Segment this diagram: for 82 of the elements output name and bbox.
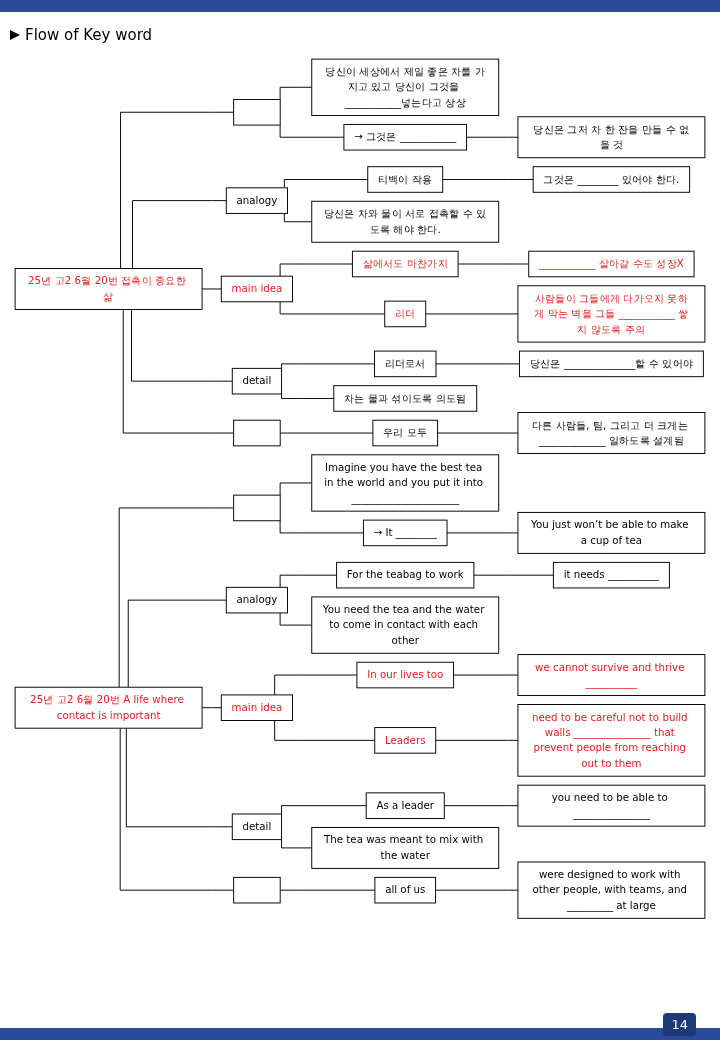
node-box: For the teabag to work [336, 561, 475, 589]
node-box: 당신은 그저 차 한 잔을 만들 수 없을 것 [517, 116, 706, 159]
connector [131, 308, 233, 382]
node-box: detail [231, 813, 283, 841]
node-box: all of us [374, 876, 437, 904]
node-box: 당신은 ______________할 수 있어야 [518, 350, 704, 378]
node-box: As a leader [365, 792, 445, 819]
node-box: main idea [220, 275, 294, 303]
connector [119, 727, 235, 891]
node-box: 그것은 ________ 있어야 한다. [532, 166, 691, 193]
connector [118, 507, 235, 688]
connector [274, 720, 376, 741]
node-box: 삶에서도 마찬가지 [351, 250, 459, 278]
node-box: 티백이 작용 [367, 166, 444, 193]
node-box: Leaders [374, 727, 437, 754]
connector [466, 136, 519, 138]
node-box [233, 419, 281, 447]
node-box: 리더로서 [374, 350, 437, 378]
node-box: need to be careful not to build walls _______________ that prevent people from reaching out to them [517, 704, 706, 777]
node-box: → 그것은 ___________ [343, 123, 468, 151]
connector [442, 179, 534, 180]
node-box: analogy [225, 187, 288, 214]
connector [122, 308, 235, 434]
page-title: Flow of Key word [25, 26, 153, 44]
connector [425, 313, 519, 315]
node-box: we cannot survive and thrive __________ [517, 654, 706, 696]
node-box: analogy [225, 586, 288, 614]
connector [279, 263, 353, 277]
node-box: In our lives too [356, 661, 455, 689]
connector [279, 432, 374, 434]
connector [283, 179, 369, 189]
page-number: 14 [663, 1013, 696, 1036]
connector [457, 263, 530, 265]
connector [201, 288, 222, 290]
connector [279, 574, 338, 588]
connector [473, 574, 554, 576]
node-box [233, 876, 281, 904]
connector [201, 707, 222, 709]
node-box: main idea [220, 694, 294, 721]
node-box: 당신이 세상에서 제일 좋은 차를 가지고 있고 당신이 그것을 ___________넣는다고 상상 [311, 58, 500, 116]
connector [132, 200, 227, 269]
node-box [233, 98, 281, 126]
node-box: The tea was meant to mix with the water [311, 826, 500, 869]
node-box: detail [231, 367, 283, 395]
connector [453, 674, 519, 676]
node-box: 리더 [384, 300, 427, 328]
node-box: 다른 사람들, 팀, 그리고 더 크게는 _____________ 일하도록 설계됨 [517, 412, 706, 454]
connector [279, 520, 364, 534]
connector [443, 805, 519, 807]
connector [279, 86, 313, 100]
connector [279, 301, 386, 315]
connector [279, 612, 313, 626]
node-box: You just won’t be able to make a cup of tea [517, 511, 706, 554]
node-box: were designed to work with other people, with teams, and _________ at large [517, 861, 706, 919]
connector [120, 111, 235, 269]
connector [279, 124, 345, 138]
node-box: 우리 모두 [372, 419, 439, 447]
node-box: 차는 물과 섞이도록 의도됨 [333, 385, 478, 412]
node-box: You need the tea and the water to come in contact with each other [311, 596, 500, 654]
node-box: you need to be able to _______________ [517, 784, 706, 827]
connector [435, 739, 519, 741]
connector [281, 837, 313, 849]
node-box: → It ________ [362, 519, 448, 547]
node-box: Imagine you have the best tea in the world and you put it into _____________________ [311, 454, 500, 512]
connector [127, 599, 227, 688]
node-box: it needs __________ [552, 561, 670, 589]
connector [279, 482, 313, 496]
node-box [233, 494, 281, 522]
connector [125, 727, 233, 828]
connector [446, 532, 519, 534]
node-box: ___________ 살아갈 수도 성장X [528, 250, 695, 278]
connector [281, 805, 367, 816]
connector [274, 674, 358, 696]
node-box: 25년 고2 6월 20번 접촉이 중요한 삶 [14, 268, 203, 310]
connector [437, 432, 519, 434]
node-box: 당신은 차와 물이 서로 접촉할 수 있도록 해야 한다. [311, 200, 500, 243]
connector [279, 889, 376, 891]
connector [283, 212, 313, 223]
connector [435, 363, 520, 365]
node-box: 25년 고2 6월 20번 A life where contact is important [14, 686, 203, 729]
node-box: 사람들이 그들에게 다가오지 못하게 막는 벽을 그들 ___________ 쌓지 않도록 주의 [517, 285, 706, 343]
connector [435, 889, 519, 891]
